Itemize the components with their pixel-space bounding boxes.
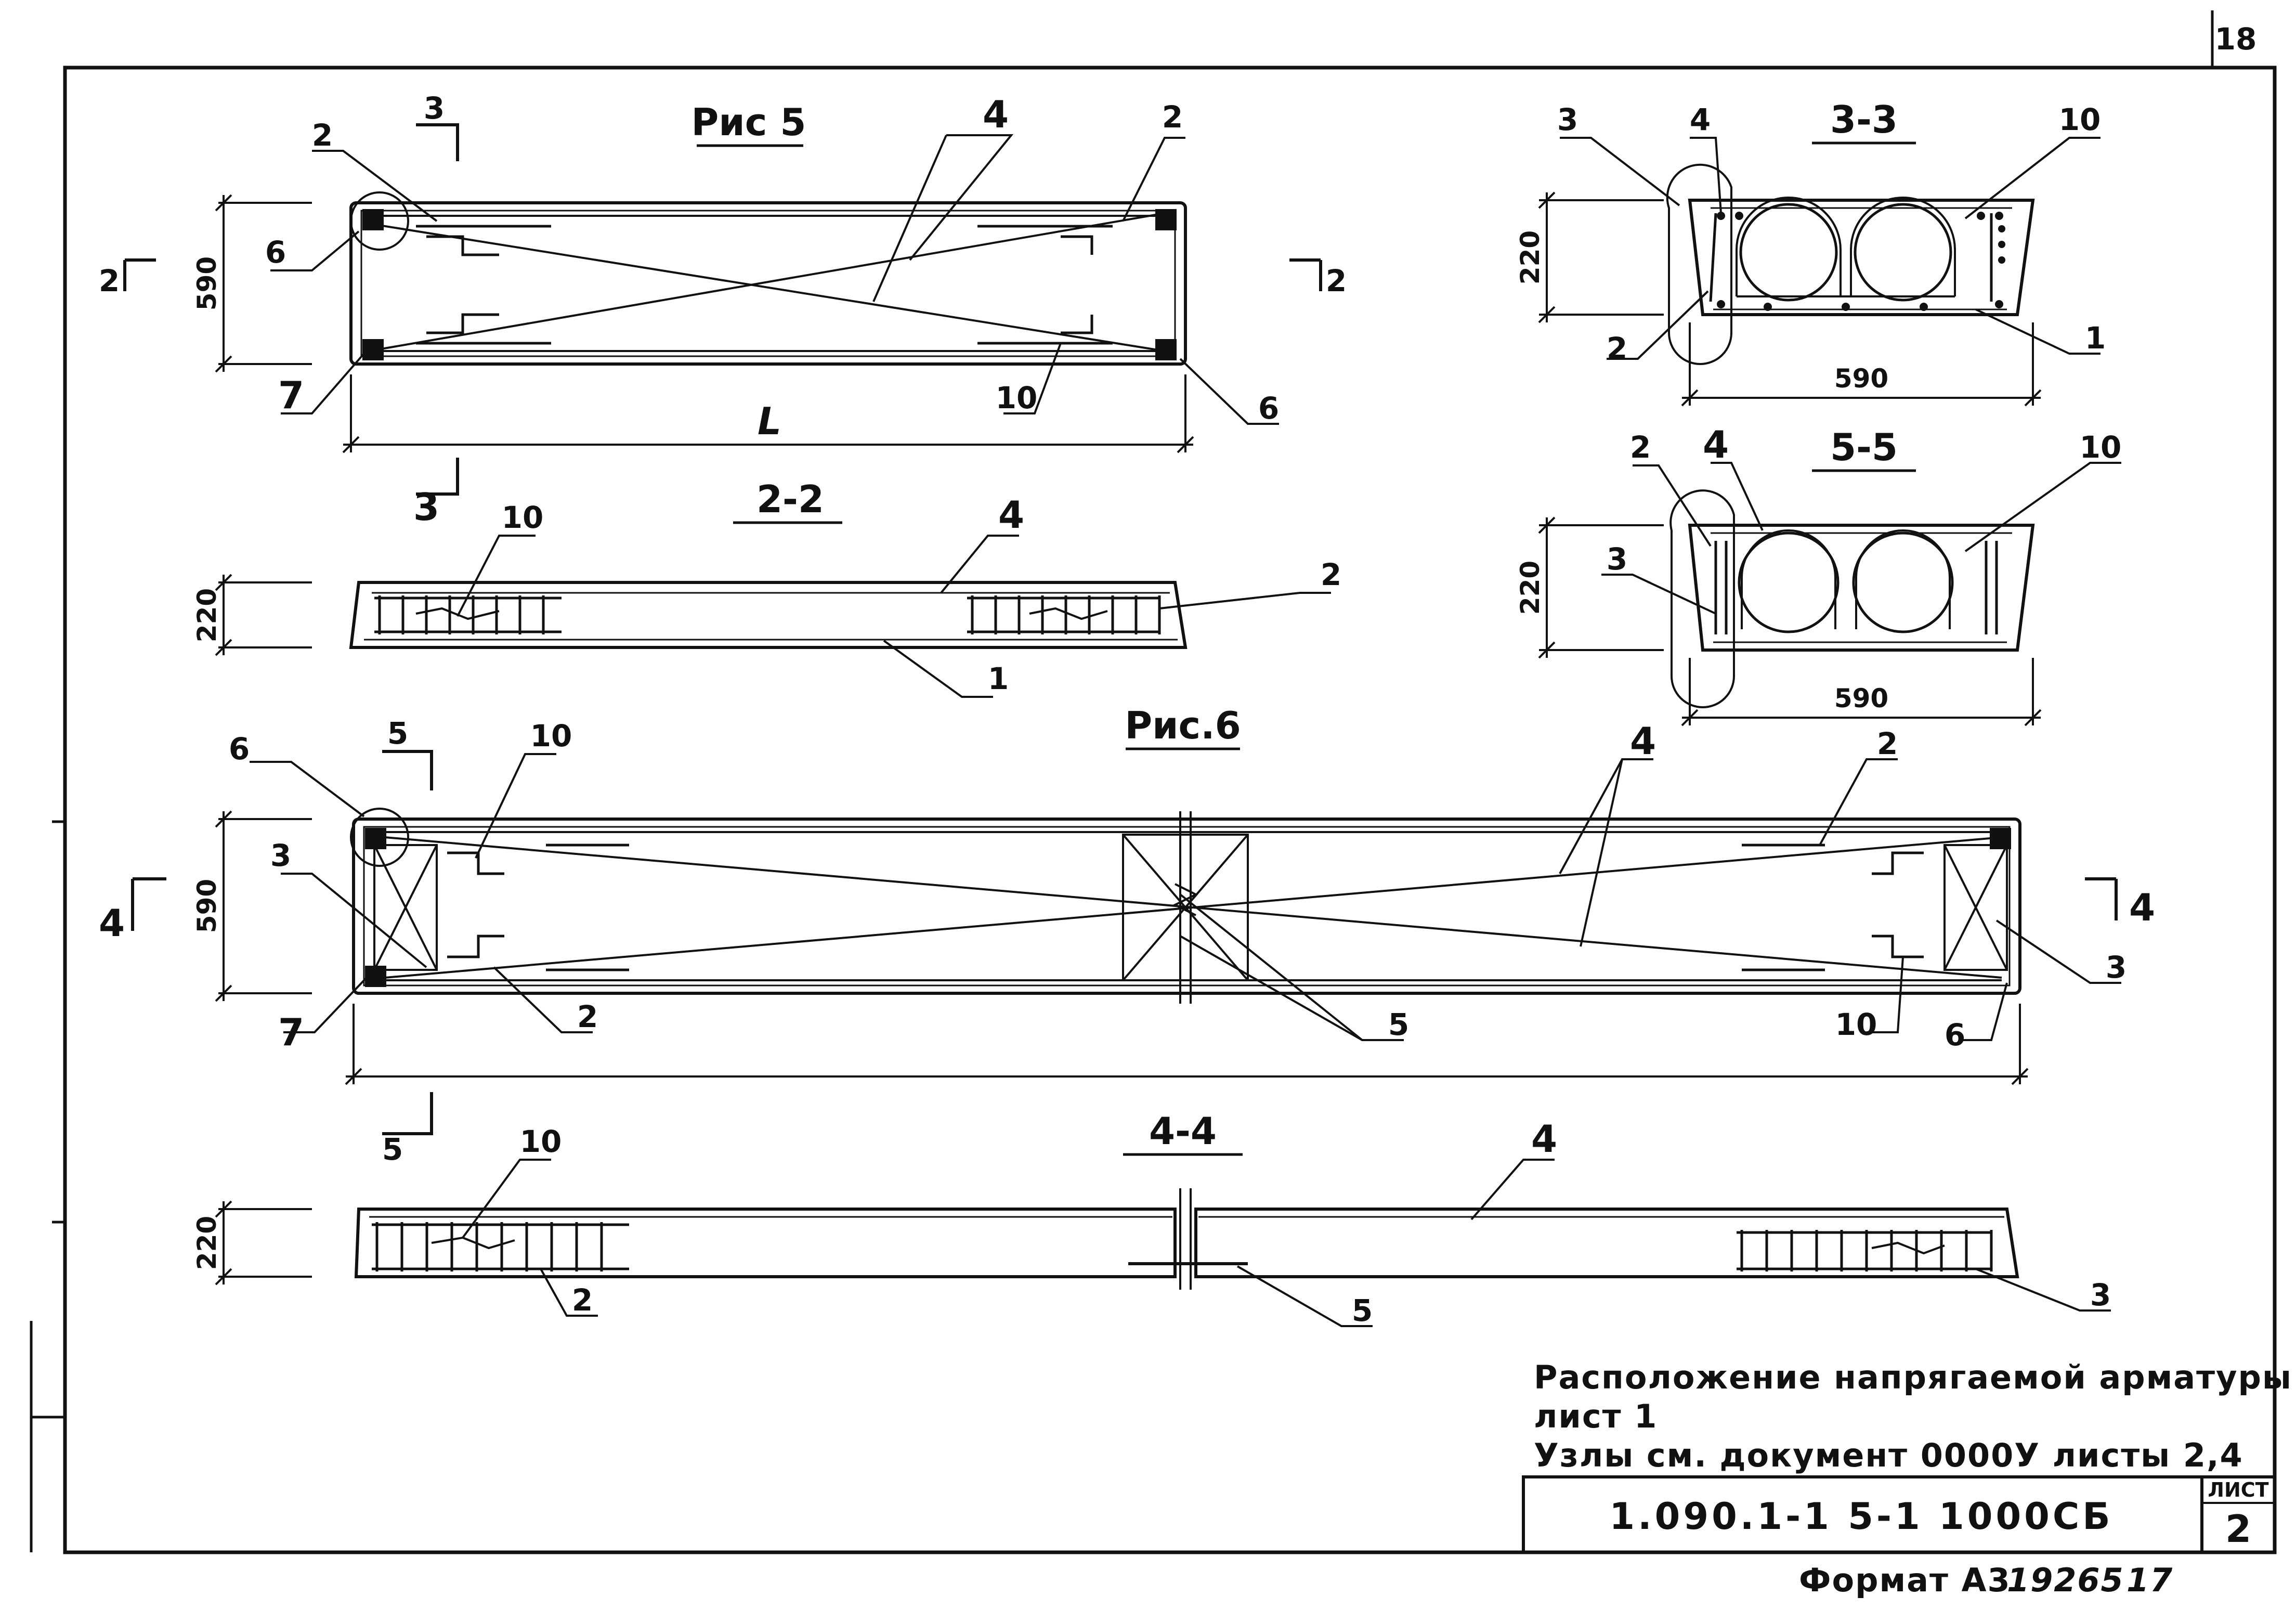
sec33-crosssection	[1666, 163, 2035, 365]
format-text: Формат А3	[1799, 1561, 2011, 1599]
fig5-dim-length: L	[758, 399, 781, 443]
fig5-section-2-left: 2	[99, 263, 120, 299]
sec33-callout-3: 3	[1557, 102, 1578, 137]
sec55-dim-width: 590	[1834, 683, 1888, 713]
sec55-callout-3: 3	[1607, 541, 1627, 577]
stamp-code: 1.090.1-1 5-1 1000СБ	[1609, 1495, 2113, 1538]
fig5-callout-2-right: 2	[1162, 99, 1183, 135]
fig5-dimensions	[215, 194, 1194, 453]
fig5-plan	[349, 191, 1187, 366]
fig6-callout-6-top: 6	[229, 731, 250, 767]
fig5-title: Рис 5	[691, 100, 806, 144]
fig6-callout-2-right: 2	[1877, 726, 1898, 761]
sec33-title: 3-3	[1830, 98, 1898, 141]
sec33-callout-10: 10	[2059, 102, 2101, 137]
sec22-elevation	[349, 581, 1188, 649]
fig6-callout-6-right: 6	[1945, 1017, 1965, 1053]
sec55-callout-10: 10	[2080, 430, 2122, 465]
fig6-callout-2-bottom: 2	[577, 999, 598, 1034]
handwritten-number-1: 19265	[2007, 1561, 2124, 1599]
fig6-callout-3-left: 3	[270, 838, 291, 873]
sec44-title: 4-4	[1149, 1109, 1217, 1153]
fig6-section-marks	[131, 750, 2118, 1135]
sec55-callout-4: 4	[1703, 423, 1729, 466]
sec33-dim-width: 590	[1834, 364, 1888, 394]
sec22-callout-4: 4	[998, 493, 1024, 537]
fig6-leaders	[250, 753, 2121, 1041]
sec22-callout-2: 2	[1321, 557, 1341, 592]
sec44-callout-5: 5	[1352, 1293, 1373, 1328]
fig5-callout-6-bottom: 6	[1258, 391, 1279, 426]
page-number: 18	[2215, 21, 2257, 57]
page-number-box	[2211, 10, 2275, 69]
sec55-title: 5-5	[1830, 425, 1898, 469]
margin-marks	[30, 820, 65, 1552]
sec22-leaders	[456, 535, 1331, 698]
sec22-callout-1: 1	[988, 661, 1009, 696]
sheet-label: ЛИСТ	[2208, 1478, 2268, 1501]
sec22-dimensions	[215, 574, 312, 656]
fig5-section-3-top: 3	[424, 90, 445, 126]
sec44-elevation	[354, 1188, 2019, 1290]
fig6-callout-7: 7	[278, 1010, 304, 1054]
sec44-callout-4: 4	[1531, 1117, 1557, 1161]
fig6-callout-10-bottom: 10	[1835, 1007, 1877, 1042]
sec44-leaders	[462, 1159, 2111, 1327]
fig5-section-marks	[123, 123, 1322, 496]
fig6-callout-3-right: 3	[2106, 950, 2127, 985]
sec55-dim-height: 220	[1515, 561, 1545, 615]
sec55-callout-2: 2	[1630, 430, 1651, 465]
fig6-plan	[350, 808, 2021, 1004]
sec33-rebar-dots	[1717, 212, 2005, 311]
sec33-dim-height: 220	[1515, 230, 1545, 284]
sec55-dimensions	[1538, 516, 2042, 726]
sec55-crosssection	[1669, 489, 2035, 708]
sec33-callout-4: 4	[1690, 102, 1711, 137]
fig5-leaders	[270, 134, 1279, 425]
fig6-dim-width: 590	[192, 879, 222, 933]
fig6-section-5-bottom: 5	[382, 1132, 403, 1167]
sec44-callout-2: 2	[572, 1282, 593, 1318]
fig5-callout-10: 10	[996, 380, 1038, 416]
sec44-callout-3: 3	[2090, 1277, 2111, 1313]
sec22-title: 2-2	[756, 477, 824, 521]
fig5-section-3-bottom: 3	[413, 485, 439, 529]
fig5-callout-2-left: 2	[312, 118, 333, 153]
sec44-callout-10: 10	[520, 1124, 562, 1159]
sheet-frame	[63, 66, 2277, 1554]
fig6-callout-10-top: 10	[530, 718, 572, 754]
sec33-dimensions	[1538, 191, 2042, 407]
sec22-dim-height: 220	[192, 588, 222, 642]
fig6-title: Рис.6	[1125, 704, 1241, 747]
sec44-dim-height: 220	[192, 1216, 222, 1270]
fig6-section-5-top: 5	[387, 716, 408, 751]
note-line-2: лист 1	[1534, 1397, 1658, 1435]
fig6-callout-5: 5	[1388, 1007, 1409, 1042]
fig6-section-4-left: 4	[99, 901, 125, 945]
fig5-callout-4: 4	[983, 93, 1009, 136]
sec44-dimensions	[215, 1200, 312, 1286]
fig6-dimensions	[215, 810, 2029, 1085]
sec22-callout-10: 10	[502, 500, 544, 535]
sec55-leaders	[1601, 462, 2121, 615]
sheet-number: 2	[2225, 1507, 2251, 1551]
note-line-1: Расположение напрягаемой арматуры см	[1534, 1358, 2296, 1396]
sec33-callout-2: 2	[1607, 331, 1627, 366]
fig5-dim-width: 590	[192, 256, 222, 310]
fig5-callout-6-top: 6	[265, 235, 286, 270]
handwritten-number-2: 17	[2127, 1561, 2173, 1599]
sec33-leaders	[1560, 137, 2101, 360]
fig6-callout-4: 4	[1630, 719, 1656, 763]
fig5-section-2-right: 2	[1326, 263, 1347, 299]
fig5-callout-7: 7	[278, 373, 304, 417]
fig6-section-4-right: 4	[2129, 886, 2155, 929]
note-line-3: Узлы см. документ 0000У листы 2,4	[1534, 1436, 2243, 1474]
title-block	[1522, 1475, 2276, 1554]
sec33-callout-1: 1	[2085, 320, 2106, 356]
